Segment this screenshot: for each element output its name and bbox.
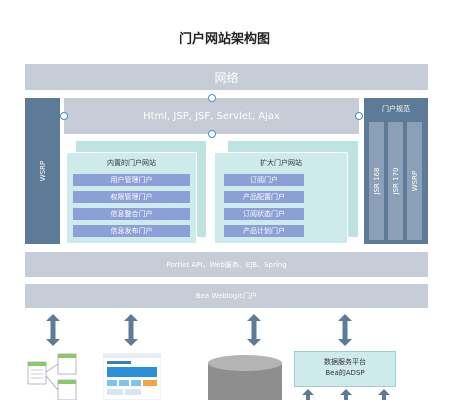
spec-column-jsr170: JSR 170 <box>388 122 403 240</box>
internal-portal-item: 权限管理门户 <box>73 191 190 203</box>
selection-handle-left[interactable] <box>60 112 68 120</box>
selection-handle-bottom[interactable] <box>208 130 216 138</box>
internal-portal-title: 内置的门户网站 <box>107 159 156 167</box>
internal-portal-item: 信息发布门户 <box>73 225 190 237</box>
double-arrow-icon <box>338 314 352 346</box>
internal-portal-item: 信息整合门户 <box>73 208 190 220</box>
weblogic-layer: Bea Weblogic门户 <box>25 284 428 308</box>
extended-portal-item: 产品计划门户 <box>224 225 304 237</box>
spec-column-label: JSR 170 <box>391 167 400 195</box>
extended-portal-item: 产品配置门户 <box>224 191 304 203</box>
extended-portal-item: 订阅门户 <box>224 174 304 186</box>
portlet-layer: Portlet API、Web服务、EJB、Spring <box>25 252 428 277</box>
spec-column-jsr168: JSR 168 <box>369 122 384 240</box>
selection-handle-right[interactable] <box>355 112 363 120</box>
up-arrow-icon <box>302 389 314 400</box>
double-arrow-icon <box>46 314 60 346</box>
data-service-subtitle: Bea的ADSP <box>325 369 365 377</box>
double-arrow-icon <box>247 314 261 346</box>
up-arrow-icon <box>340 389 352 400</box>
wsrp-left-bar: WSRP <box>25 98 60 244</box>
tech-stack-box: Html, JSP, JSF, Servlet, Ajax <box>64 98 359 134</box>
spec-column-label: WSRP <box>410 170 419 192</box>
spec-column-label: JSR 168 <box>372 167 381 195</box>
portal-spec-box: 门户规范 JSR 168 JSR 170 WSRP <box>364 98 428 244</box>
network-layer: 网络 <box>25 64 428 90</box>
database-schema-icon <box>27 353 77 400</box>
page-title: 门户网站架构图 <box>178 32 270 47</box>
extended-portal-title: 扩大门户网站 <box>260 159 302 167</box>
wsrp-left-label: WSRP <box>38 160 47 182</box>
spec-column-wsrp: WSRP <box>407 122 422 240</box>
selection-handle-top[interactable] <box>208 94 216 102</box>
extended-portal-item: 订阅状态门户 <box>224 208 304 220</box>
double-arrow-icon <box>124 314 138 346</box>
data-service-platform: 数据服务平台 Bea的ADSP <box>294 351 396 387</box>
portal-spec-title: 门户规范 <box>382 105 410 113</box>
up-arrow-icon <box>378 389 390 400</box>
database-cylinder-icon <box>208 355 282 400</box>
extended-portal: 扩大门户网站 订阅门户 产品配置门户 订阅状态门户 产品计划门户 <box>214 152 348 244</box>
internal-portal-item: 用户管理门户 <box>73 174 190 186</box>
data-service-title: 数据服务平台 <box>324 358 366 366</box>
internal-portal: 内置的门户网站 用户管理门户 权限管理门户 信息整合门户 信息发布门户 <box>66 152 197 244</box>
web-page-thumbnail-icon <box>103 353 161 400</box>
